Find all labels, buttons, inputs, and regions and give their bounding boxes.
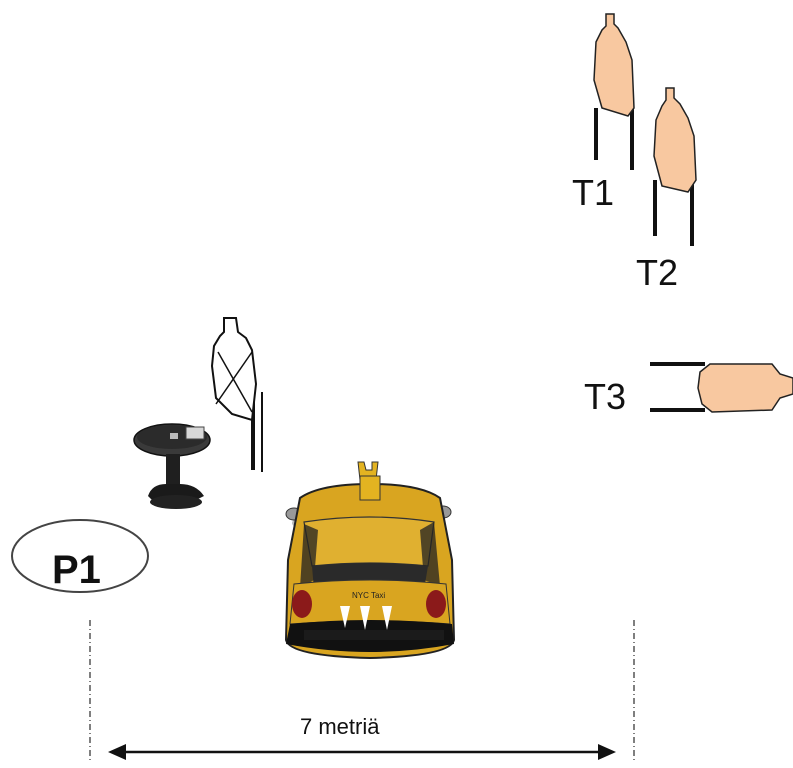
- no-shoot-target: [210, 317, 263, 472]
- distance-label: 7 metriä: [300, 714, 380, 739]
- target-t1: [593, 13, 635, 170]
- position-label: P1: [52, 548, 101, 592]
- position-ellipse: [11, 519, 149, 593]
- target-t2: [653, 87, 697, 246]
- taxi-car-icon: NYC Taxi: [284, 461, 456, 660]
- target-t3: [650, 362, 793, 413]
- target-label-t2: T2: [636, 252, 679, 293]
- target-label-t3: T3: [584, 376, 627, 417]
- round-table-icon: [133, 423, 211, 509]
- double-arrow-icon: [108, 744, 616, 760]
- target-label-t1: T1: [572, 172, 615, 213]
- car-plate-text: NYC Taxi: [352, 591, 385, 600]
